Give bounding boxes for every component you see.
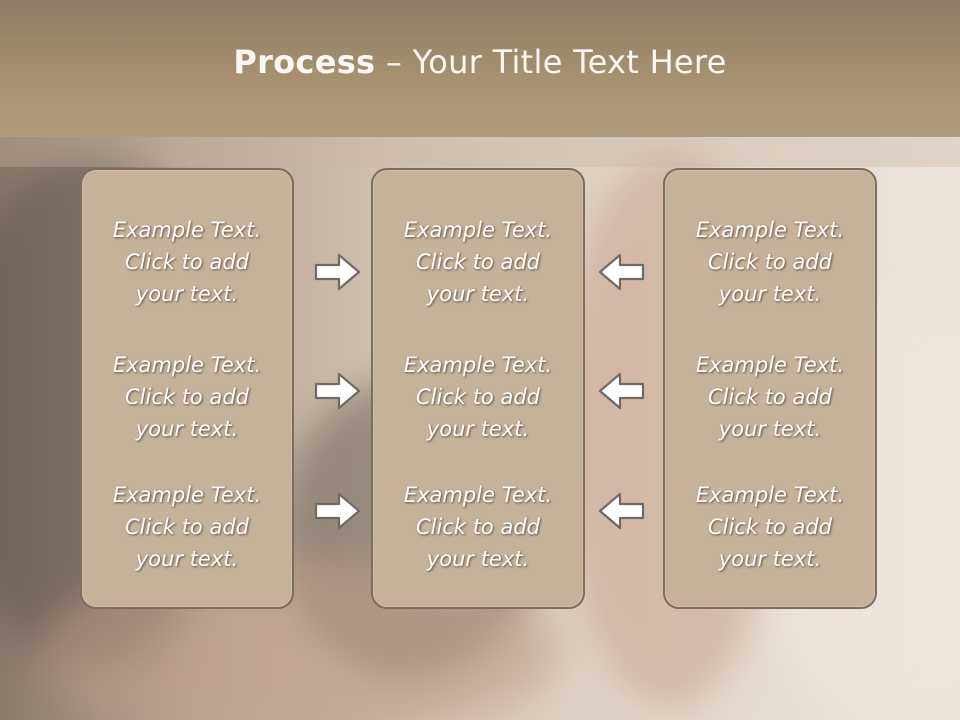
text-placeholder[interactable]: Example Text. Click to add your text.	[665, 214, 875, 310]
text-line: Example Text.	[695, 483, 845, 507]
text-line: your text.	[135, 417, 239, 441]
text-line: Click to add	[124, 385, 249, 409]
text-line: Example Text.	[403, 353, 553, 377]
text-line: Click to add	[415, 250, 540, 274]
text-placeholder[interactable]: Example Text. Click to add your text.	[665, 479, 875, 575]
text-line: Click to add	[124, 515, 249, 539]
text-line: Click to add	[707, 385, 832, 409]
text-line: Example Text.	[112, 483, 262, 507]
arrow-right-icon[interactable]	[314, 491, 362, 531]
text-placeholder[interactable]: Example Text. Click to add your text.	[82, 214, 292, 310]
text-line: your text.	[426, 417, 530, 441]
text-placeholder[interactable]: Example Text. Click to add your text.	[373, 214, 583, 310]
slide-title[interactable]: Process – Your Title Text Here	[233, 43, 726, 81]
text-line: Click to add	[415, 515, 540, 539]
text-line: your text.	[135, 547, 239, 571]
text-line: Example Text.	[695, 218, 845, 242]
text-line: your text.	[135, 282, 239, 306]
text-placeholder[interactable]: Example Text. Click to add your text.	[373, 349, 583, 445]
title-rest: – Your Title Text Here	[375, 42, 727, 81]
arrow-right-icon[interactable]	[314, 252, 362, 292]
text-line: Example Text.	[695, 353, 845, 377]
text-line: your text.	[718, 417, 822, 441]
text-placeholder[interactable]: Example Text. Click to add your text.	[665, 349, 875, 445]
text-line: Click to add	[415, 385, 540, 409]
text-line: Click to add	[707, 250, 832, 274]
arrow-right-icon[interactable]	[314, 371, 362, 411]
text-line: your text.	[718, 547, 822, 571]
text-placeholder[interactable]: Example Text. Click to add your text.	[82, 479, 292, 575]
process-panel-center[interactable]: Example Text. Click to add your text. Ex…	[371, 168, 585, 609]
text-line: Example Text.	[112, 218, 262, 242]
text-placeholder[interactable]: Example Text. Click to add your text.	[373, 479, 583, 575]
text-line: Example Text.	[112, 353, 262, 377]
arrow-left-icon[interactable]	[597, 491, 645, 531]
process-panel-right[interactable]: Example Text. Click to add your text. Ex…	[663, 168, 877, 609]
title-bar: Process – Your Title Text Here	[0, 0, 960, 137]
title-bold: Process	[233, 42, 376, 81]
arrow-left-icon[interactable]	[597, 371, 645, 411]
arrow-left-icon[interactable]	[597, 252, 645, 292]
text-line: Click to add	[707, 515, 832, 539]
text-line: Click to add	[124, 250, 249, 274]
process-panel-left[interactable]: Example Text. Click to add your text. Ex…	[80, 168, 294, 609]
text-line: your text.	[426, 282, 530, 306]
text-line: your text.	[718, 282, 822, 306]
header-band	[0, 137, 960, 167]
text-line: Example Text.	[403, 218, 553, 242]
text-line: Example Text.	[403, 483, 553, 507]
text-line: your text.	[426, 547, 530, 571]
text-placeholder[interactable]: Example Text. Click to add your text.	[82, 349, 292, 445]
